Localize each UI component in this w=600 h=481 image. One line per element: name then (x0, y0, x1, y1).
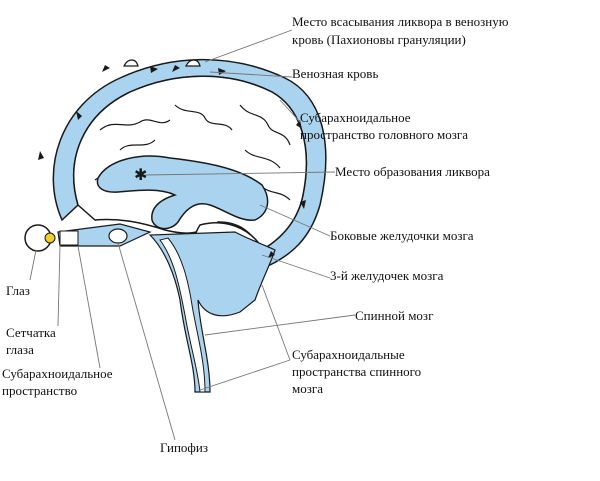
label-absorption-1: Место всасывания ликвора в венозную (292, 14, 509, 29)
label-lateral-ventricles: Боковые желудочки мозга (330, 228, 474, 243)
label-subarachnoid-brain-2: пространство головного мозга (300, 127, 469, 142)
star-icon: ✱ (134, 165, 147, 184)
label-retina-1: Сетчатка (6, 325, 56, 340)
flow-arrow-icon (38, 65, 306, 258)
label-csf-formation: Место образования ликвора (335, 164, 490, 179)
granulation-left (123, 59, 139, 67)
label-eye: Глаз (6, 283, 30, 298)
leader-lines (29, 29, 356, 441)
label-subarachnoid-brain-1: Субарахноидальное (300, 110, 411, 125)
label-spinal-cord: Спинной мозг (355, 308, 434, 323)
eye-capsule (59, 230, 79, 246)
pituitary-body (108, 228, 128, 244)
label-third-ventricle: 3-й желудочек мозга (330, 268, 444, 283)
granulation-right (185, 59, 201, 67)
label-pituitary: Гипофиз (160, 440, 208, 455)
label-spinal-sub-1: Субарахноидальные (292, 347, 405, 362)
label-retina-2: глаза (6, 342, 34, 357)
spinal-cord (159, 237, 206, 393)
label-spinal-sub-2: пространства спинного (292, 364, 422, 379)
label-subarachnoid-space-2: пространство (2, 383, 78, 398)
label-subarachnoid-space-1: Субарахноидальное (2, 366, 113, 381)
label-venous-blood: Венозная кровь (292, 66, 379, 81)
label-absorption-2: кровь (Пахионовы грануляции) (292, 32, 466, 47)
eye-iris (44, 232, 56, 244)
label-spinal-sub-3: мозга (292, 381, 323, 396)
